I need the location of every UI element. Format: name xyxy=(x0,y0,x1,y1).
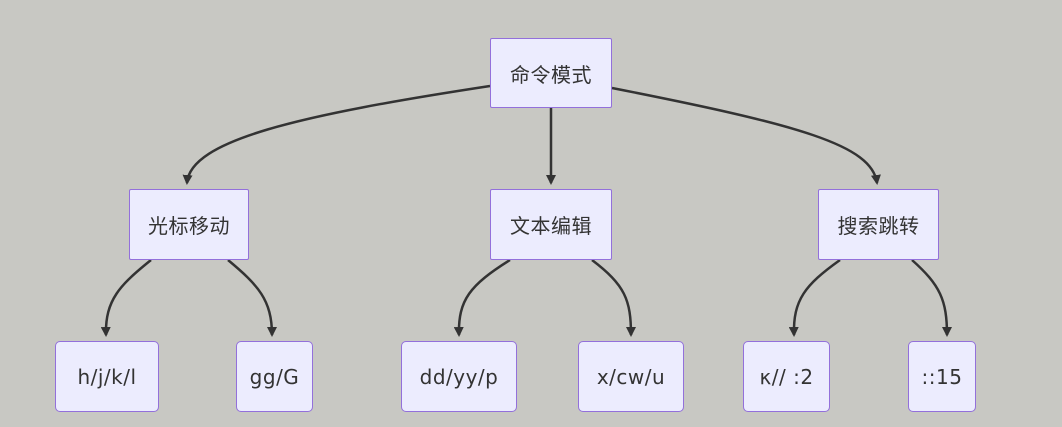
edge-search-to-line xyxy=(911,259,952,337)
node-cursor-movement: 光标移动 xyxy=(129,189,249,260)
edge-search-to-slash xyxy=(788,258,841,337)
node-text-editing: 文本编辑 xyxy=(490,189,612,260)
edge-cursor-to-hjkl xyxy=(100,259,152,337)
edge-root-to-cursor xyxy=(182,84,491,185)
edge-edit-to-xcw xyxy=(591,259,636,337)
node-line-jump: ::15 xyxy=(908,341,976,412)
node-gg-G: gg/G xyxy=(236,341,313,412)
node-command-mode: 命令模式 xyxy=(490,38,612,108)
node-dd-yy-p: dd/yy/p xyxy=(401,341,517,412)
edge-cursor-to-gg xyxy=(227,259,277,337)
node-x-cw-u: x/cw/u xyxy=(578,341,684,412)
node-hjkl: h/j/k/l xyxy=(55,341,159,412)
node-search-slash: κ// :2 xyxy=(743,341,830,412)
node-search-jump: 搜索跳转 xyxy=(818,189,939,260)
edge-root-to-search xyxy=(611,86,881,185)
edge-edit-to-dd xyxy=(453,258,511,337)
